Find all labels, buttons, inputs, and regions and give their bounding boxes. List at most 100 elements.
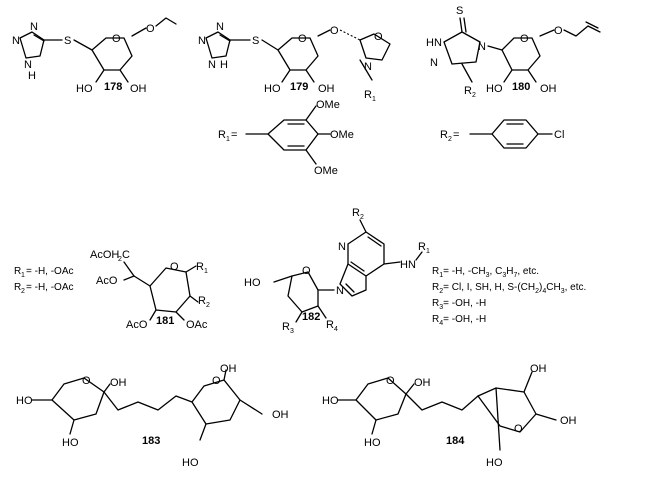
r1-def-label: R bbox=[218, 129, 226, 141]
oh-bond-179b bbox=[305, 69, 315, 83]
hn-atom-180: HN bbox=[426, 37, 442, 49]
label-183: 183 bbox=[142, 435, 160, 447]
ho-184b: HO bbox=[364, 437, 381, 449]
nh-atom-178: N bbox=[24, 59, 32, 71]
pyridine-ring-182 bbox=[347, 231, 385, 277]
s-atom-178: S bbox=[64, 35, 71, 47]
r2-sub-182: 2 bbox=[360, 214, 364, 221]
ring-o-184a: O bbox=[386, 375, 395, 387]
r2-bond-182 bbox=[359, 219, 367, 233]
o-atom-180: O bbox=[554, 25, 563, 37]
o-vinyl-bond-178 bbox=[131, 27, 147, 37]
r2-sub-180: 2 bbox=[472, 92, 476, 99]
ho-label-179: HO bbox=[264, 83, 281, 95]
linker-183 bbox=[103, 391, 193, 411]
r4-bond-182 bbox=[317, 305, 327, 319]
r1-def-182: R1= -H, -CH3, C3H7, etc. bbox=[432, 266, 539, 279]
ho-182: HO bbox=[244, 277, 261, 289]
r1-bond-182 bbox=[415, 251, 423, 261]
ome-b: OMe bbox=[330, 129, 354, 141]
ome-a: OMe bbox=[316, 99, 340, 111]
ring-o-183b: O bbox=[212, 375, 221, 387]
r2-bond-180 bbox=[461, 63, 473, 83]
o-atom-vinyl-178: O bbox=[146, 23, 155, 35]
r1-179: R bbox=[364, 89, 372, 101]
oac-bond-181a bbox=[123, 275, 135, 281]
compound-184: HO O OH HO O OH OH HO 184 bbox=[322, 363, 577, 469]
r2-def-181-text: = -H, -OAc bbox=[26, 282, 74, 293]
r3-182: R bbox=[282, 321, 290, 333]
ring-o-183a: O bbox=[82, 375, 91, 387]
h-atom-178: H bbox=[28, 70, 36, 82]
oac-bond-181c bbox=[175, 311, 185, 321]
sugar-o-182: O bbox=[302, 265, 311, 277]
cl-atom: Cl bbox=[554, 129, 564, 141]
oh-184c: OH bbox=[530, 363, 547, 375]
allyl-double-180 bbox=[585, 21, 599, 29]
nh-bond-182 bbox=[383, 261, 401, 265]
r2-def-sub: 2 bbox=[448, 136, 452, 143]
ring-o-181: O bbox=[170, 261, 179, 273]
pyrrole-ring-182 bbox=[339, 263, 367, 297]
oxazoline-n-179: N bbox=[364, 61, 372, 73]
ome-c: OMe bbox=[314, 165, 338, 177]
ch2oh-bond-182 bbox=[273, 275, 293, 283]
ring-o-180: O bbox=[520, 33, 529, 45]
oh-label-180: OH bbox=[540, 83, 557, 95]
r1-bond-181 bbox=[185, 265, 197, 273]
oxazoline-o-179: O bbox=[374, 31, 383, 43]
triazole-double-179 bbox=[219, 34, 231, 42]
oh-bond-183e bbox=[199, 423, 207, 441]
ch2-bond-181 bbox=[123, 261, 135, 277]
o-atom-179: O bbox=[330, 25, 339, 37]
pyridine-db2 bbox=[350, 261, 365, 272]
r2-181: R bbox=[198, 295, 206, 307]
r1-def-181-text: = -H, -OAc bbox=[26, 266, 74, 277]
oh-bond-184b bbox=[371, 419, 377, 435]
r4-182: R bbox=[326, 319, 334, 331]
r1-def-181-sub: 1 bbox=[21, 272, 25, 279]
label-178: 178 bbox=[104, 81, 122, 93]
allyl-180 bbox=[563, 25, 601, 37]
vinyl-178 bbox=[155, 17, 177, 27]
oh-183c: OH bbox=[220, 363, 237, 375]
ho-183b: HO bbox=[62, 437, 79, 449]
compound-180: S HN N N R 2 O O HO OH 180 bbox=[426, 5, 601, 99]
n-atom-179c: N bbox=[208, 59, 216, 71]
r1-def-sub: 1 bbox=[226, 136, 230, 143]
pyridine-n-182: N bbox=[338, 241, 346, 253]
aco-label-181b: AcO bbox=[126, 319, 148, 331]
label-182: 182 bbox=[302, 311, 320, 323]
oh-bond-183c bbox=[223, 369, 227, 381]
r1-181: R bbox=[196, 261, 204, 273]
label-184: 184 bbox=[446, 435, 465, 447]
aco-label-181a: AcO bbox=[96, 275, 118, 287]
r1-sub-181: 1 bbox=[204, 268, 208, 275]
ring-183a bbox=[51, 377, 105, 421]
triazole-ring-179 bbox=[205, 31, 231, 59]
c-s-bond-180 bbox=[459, 17, 463, 33]
oh-bond-180b bbox=[527, 69, 537, 83]
ho-label-178: HO bbox=[76, 83, 93, 95]
oh-184a: OH bbox=[414, 377, 431, 389]
ome-bond-a bbox=[305, 105, 317, 121]
r4-def-182: R4= -OH, -H bbox=[432, 314, 486, 327]
s-ch2-bond-178 bbox=[73, 39, 93, 51]
compound-179: N N N H S O O O N R 1 HO OH 179 bbox=[198, 21, 391, 103]
ho-184a: HO bbox=[322, 395, 339, 407]
acoh2c-c: C bbox=[122, 249, 130, 261]
s-atom-179: S bbox=[252, 35, 259, 47]
r2-182: R bbox=[352, 207, 360, 219]
r1-def-eq: = bbox=[231, 129, 237, 141]
n-atom-178b: N bbox=[12, 35, 20, 47]
oh-183d: OH bbox=[272, 409, 289, 421]
r4-sub-182: 4 bbox=[334, 326, 338, 333]
r-definitions-181: R 1 = -H, -OAc R 2 = -H, -OAc bbox=[14, 266, 74, 295]
sugar-ring-182 bbox=[287, 271, 319, 313]
r2-180: R bbox=[464, 85, 472, 97]
h-182: H bbox=[400, 259, 408, 271]
h-atom-179: H bbox=[220, 59, 228, 71]
o-bond-180 bbox=[539, 29, 555, 37]
compound-181: AcOH 2 C AcO O R 1 R 2 AcO OAc 181 bbox=[90, 249, 210, 331]
